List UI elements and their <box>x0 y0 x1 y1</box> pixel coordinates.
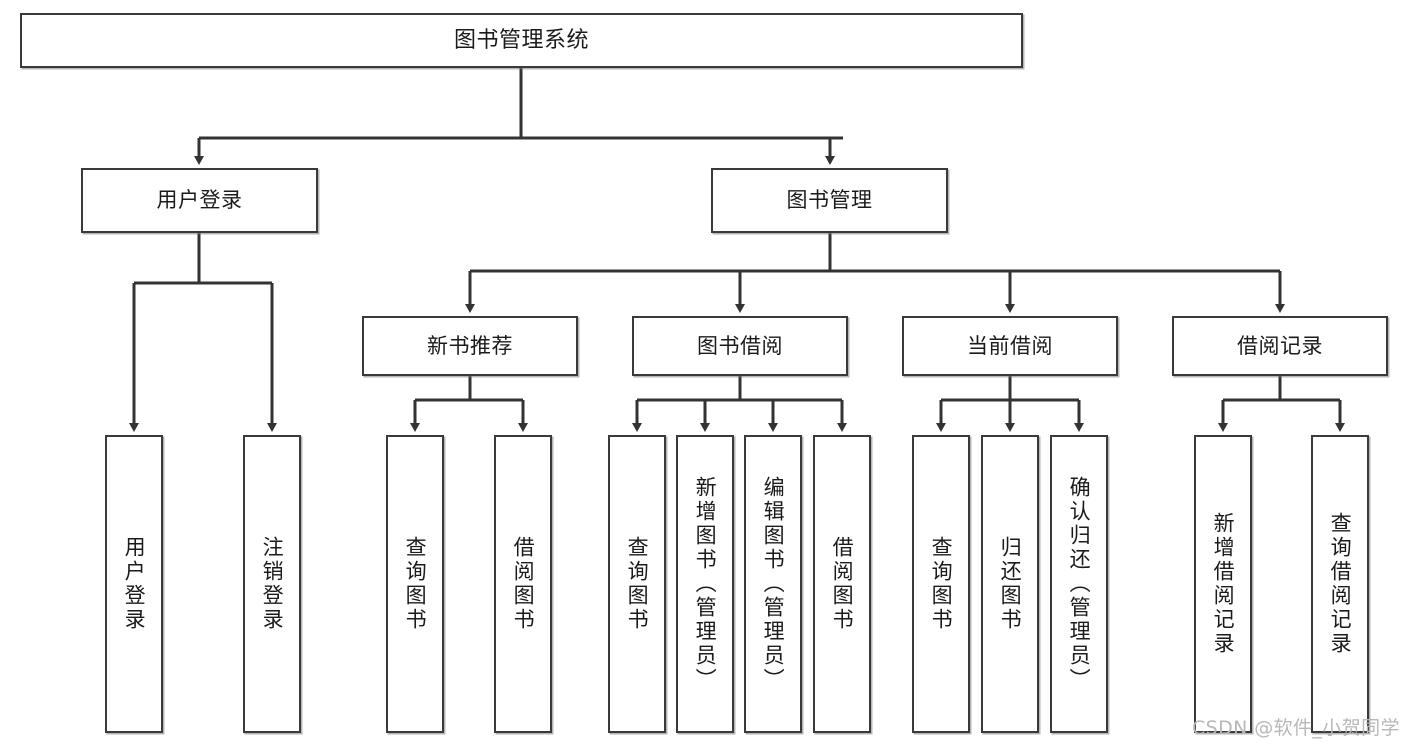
node-book-borrow[interactable]: 图书借阅 <box>632 316 848 376</box>
node-leaf-borrow-book-2[interactable]: 借阅图书 <box>813 435 871 733</box>
node-new-book-recommend[interactable]: 新书推荐 <box>362 316 578 376</box>
node-leaf-query-book-2[interactable]: 查询图书 <box>608 435 666 733</box>
node-leaf-confirm-return[interactable]: 确认归还（管理员） <box>1050 435 1108 733</box>
node-root-book-management-system[interactable]: 图书管理系统 <box>20 13 1023 68</box>
node-label: 查询图书 <box>929 536 954 632</box>
node-leaf-add-record[interactable]: 新增借阅记录 <box>1194 435 1252 733</box>
node-borrow-record[interactable]: 借阅记录 <box>1172 316 1388 376</box>
node-user-login[interactable]: 用户登录 <box>81 168 318 233</box>
node-label: 查询图书 <box>403 536 428 632</box>
node-label: 查询借阅记录 <box>1328 512 1353 656</box>
node-label: 借阅记录 <box>1237 333 1323 358</box>
node-label: 图书借阅 <box>697 333 783 358</box>
node-label: 新书推荐 <box>427 333 513 358</box>
node-label: 借阅图书 <box>511 536 536 632</box>
node-label: 当前借阅 <box>967 333 1053 358</box>
node-label: 新增图书（管理员） <box>693 476 718 692</box>
node-leaf-borrow-book-1[interactable]: 借阅图书 <box>494 435 552 733</box>
node-label: 确认归还（管理员） <box>1067 476 1092 692</box>
node-leaf-logout-login[interactable]: 注销登录 <box>243 435 301 733</box>
node-label: 图书管理系统 <box>453 27 589 53</box>
node-label: 查询图书 <box>625 536 650 632</box>
node-label: 用户登录 <box>122 536 147 632</box>
node-label: 图书管理 <box>786 188 873 213</box>
node-current-borrow[interactable]: 当前借阅 <box>902 316 1118 376</box>
node-label: 注销登录 <box>260 536 285 632</box>
node-leaf-user-login[interactable]: 用户登录 <box>105 435 163 733</box>
node-label: 归还图书 <box>998 536 1023 632</box>
node-leaf-query-book-3[interactable]: 查询图书 <box>912 435 970 733</box>
node-leaf-query-record[interactable]: 查询借阅记录 <box>1311 435 1369 733</box>
node-leaf-edit-book[interactable]: 编辑图书（管理员） <box>744 435 802 733</box>
node-leaf-add-book[interactable]: 新增图书（管理员） <box>676 435 734 733</box>
node-book-management[interactable]: 图书管理 <box>711 168 948 233</box>
node-label: 借阅图书 <box>830 536 855 632</box>
node-leaf-return-book[interactable]: 归还图书 <box>981 435 1039 733</box>
node-label: 编辑图书（管理员） <box>761 476 786 692</box>
node-leaf-query-book-1[interactable]: 查询图书 <box>386 435 444 733</box>
node-label: 新增借阅记录 <box>1211 512 1236 656</box>
node-label: 用户登录 <box>156 188 243 213</box>
